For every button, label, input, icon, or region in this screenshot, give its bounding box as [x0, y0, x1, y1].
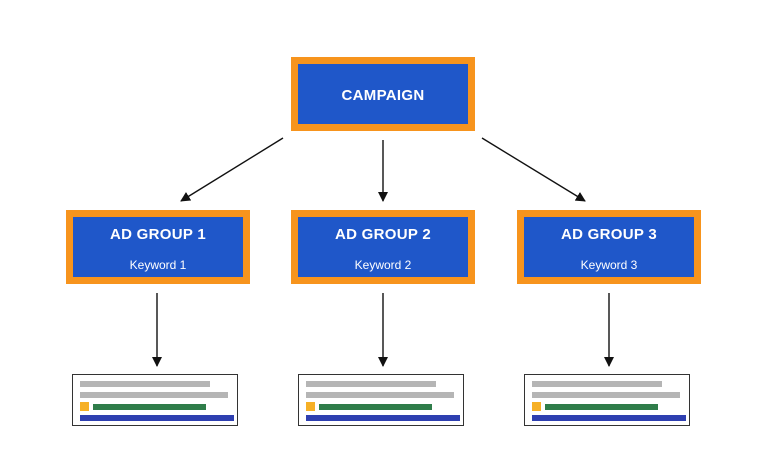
ad-group-3-keyword: Keyword 3 — [580, 258, 638, 272]
ad-group-1-title: AD GROUP 1 — [109, 226, 207, 243]
ad-group-2-box: AD GROUP 2 Keyword 2 — [291, 210, 475, 284]
ad-headline-placeholder — [532, 381, 662, 387]
arrow-campaign-to-group-3 — [481, 137, 586, 202]
campaign-title: CAMPAIGN — [341, 87, 425, 104]
arrow-campaign-to-group-1 — [180, 137, 284, 202]
ad-headline-placeholder — [306, 381, 436, 387]
ad-label-square — [80, 402, 89, 411]
ad-group-3-title: AD GROUP 3 — [560, 226, 658, 243]
ad-group-2-title: AD GROUP 2 — [334, 226, 432, 243]
ad-description-placeholder — [306, 392, 454, 398]
ad-group-1-keyword: Keyword 1 — [129, 258, 187, 272]
ad-link-placeholder — [80, 415, 234, 421]
ad-group-1-box: AD GROUP 1 Keyword 1 — [66, 210, 250, 284]
ad-description-placeholder — [80, 392, 228, 398]
ad-preview-1 — [72, 374, 238, 426]
ad-link-placeholder — [532, 415, 686, 421]
campaign-box: CAMPAIGN — [291, 57, 475, 131]
ad-link-placeholder — [306, 415, 460, 421]
ad-group-2-keyword: Keyword 2 — [354, 258, 412, 272]
ad-headline-placeholder — [80, 381, 210, 387]
ad-url-placeholder — [93, 404, 206, 410]
ad-description-placeholder — [532, 392, 680, 398]
ad-preview-3 — [524, 374, 690, 426]
ad-preview-2 — [298, 374, 464, 426]
ad-group-3-box: AD GROUP 3 Keyword 3 — [517, 210, 701, 284]
ad-label-square — [306, 402, 315, 411]
ad-url-placeholder — [545, 404, 658, 410]
ad-label-square — [532, 402, 541, 411]
ad-url-placeholder — [319, 404, 432, 410]
